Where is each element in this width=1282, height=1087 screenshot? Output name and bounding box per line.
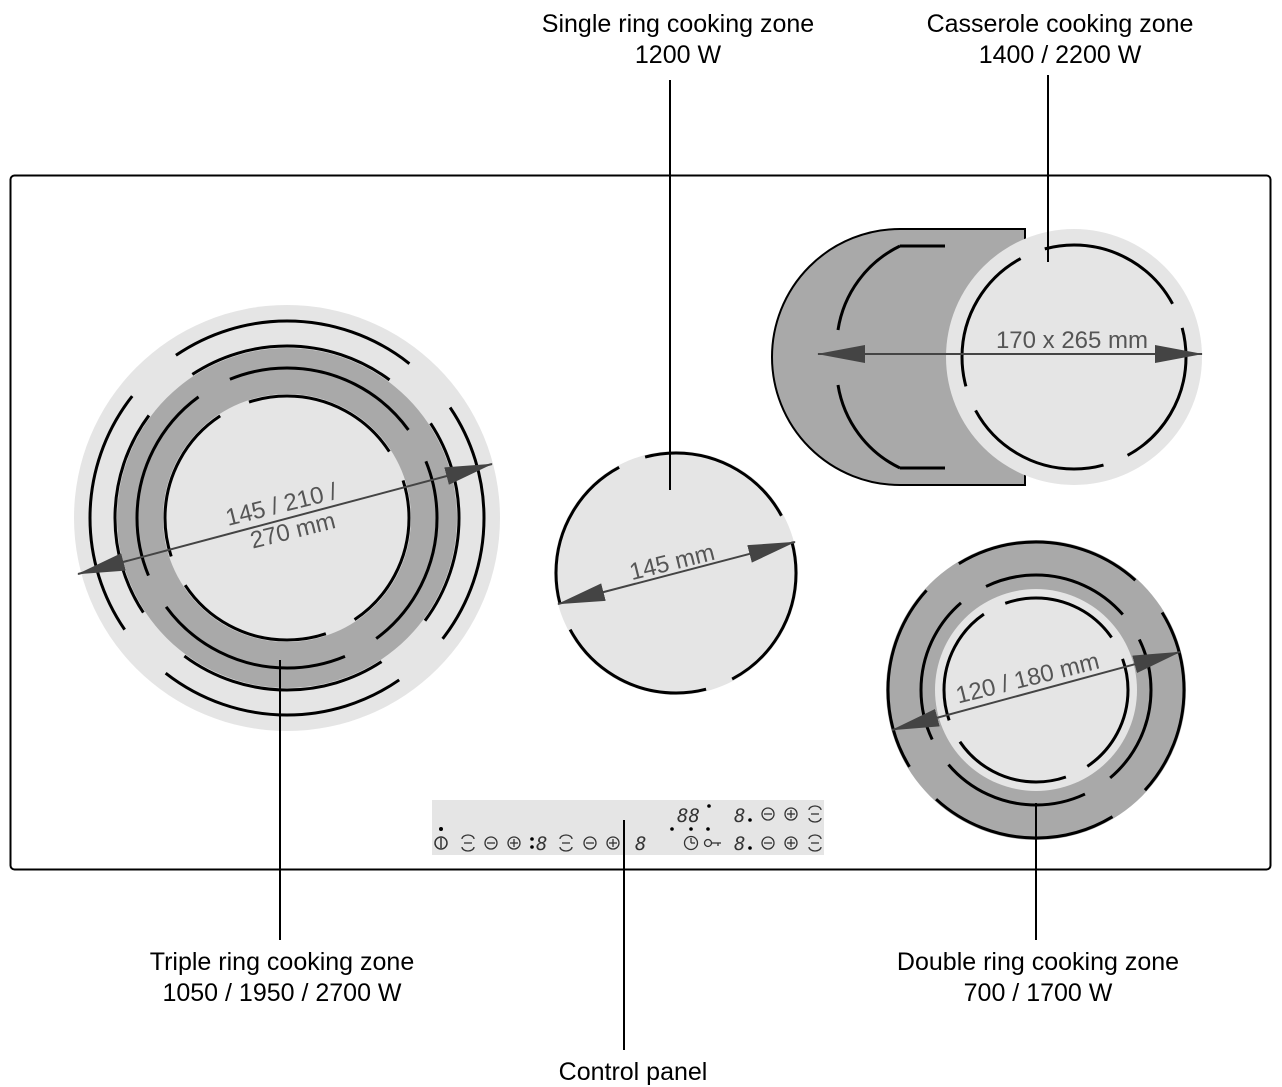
- power-icon[interactable]: [434, 827, 448, 850]
- triple-zone-name: Triple ring cooking zone: [150, 948, 415, 976]
- minus-icon[interactable]: [583, 836, 597, 850]
- minus-icon[interactable]: [484, 836, 498, 850]
- double-zone-power: 700 / 1700 W: [964, 979, 1113, 1007]
- plus-icon[interactable]: [784, 836, 798, 850]
- single-zone-power: 1200 W: [635, 41, 722, 69]
- single-ring-zone: 145 mm: [554, 451, 798, 695]
- casserole-zone-name: Casserole cooking zone: [927, 10, 1194, 38]
- double-zone-name: Double ring cooking zone: [897, 948, 1179, 976]
- zone-level-display: 8: [536, 833, 547, 855]
- zone-select-icon[interactable]: [808, 834, 822, 852]
- plus-icon[interactable]: [606, 836, 620, 850]
- minus-icon[interactable]: [761, 807, 775, 821]
- casserole-dimension: 170 x 265 mm: [996, 327, 1148, 354]
- triple-ring-zone: 145 / 210 / 270 mm: [74, 305, 500, 731]
- timer-icon[interactable]: [683, 835, 699, 851]
- single-zone-name: Single ring cooking zone: [542, 10, 814, 38]
- zone-level-display: 8: [734, 833, 745, 855]
- zone-select-icon[interactable]: [808, 805, 822, 823]
- zone-select-icon[interactable]: [461, 834, 475, 852]
- plus-icon[interactable]: [784, 807, 798, 821]
- zone-level-display: 8: [734, 805, 745, 827]
- double-dimension-arrow: [891, 651, 1181, 731]
- key-lock-icon[interactable]: [703, 838, 722, 848]
- zone-level-display: 8: [635, 833, 646, 855]
- plus-icon[interactable]: [507, 836, 521, 850]
- zone-select-icon[interactable]: [559, 834, 573, 852]
- casserole-zone: 170 x 265 mm: [771, 228, 1203, 486]
- single-dimension-arrow: [557, 541, 796, 605]
- minus-icon[interactable]: [761, 836, 775, 850]
- double-ring-zone: 120 / 180 mm: [886, 540, 1186, 840]
- control-panel-label: Control panel: [559, 1058, 708, 1086]
- casserole-zone-power: 1400 / 2200 W: [979, 41, 1142, 69]
- control-panel: 8 8 88 8: [432, 800, 824, 855]
- triple-zone-power: 1050 / 1950 / 2700 W: [162, 979, 401, 1007]
- triple-dimension-arrow: [77, 463, 493, 575]
- timer-display: 88: [677, 805, 700, 827]
